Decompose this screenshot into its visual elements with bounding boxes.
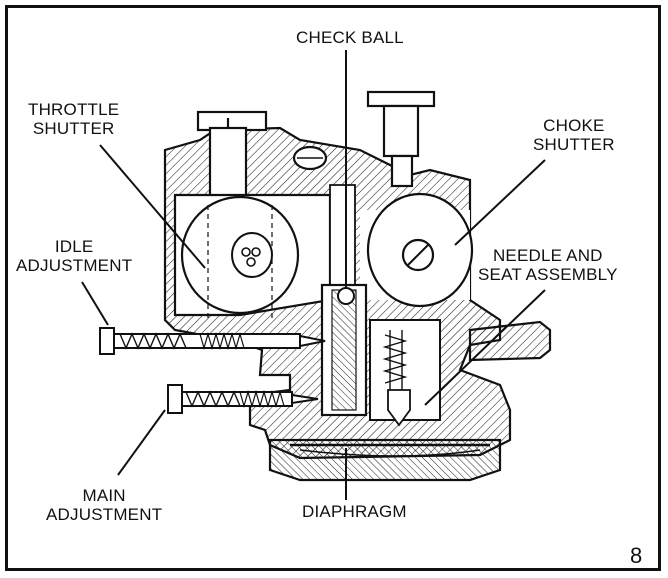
main-adjustment-screw [167,384,319,414]
leader-needle [424,289,546,406]
idle-adjustment-screw [99,327,326,355]
diaphragm-chamber [268,438,502,482]
label-diaphragm: DIAPHRAGM [302,502,407,521]
fuel-inlet [468,320,552,362]
choke-lever [366,90,436,188]
label-needle-seat: NEEDLE AND SEAT ASSEMBLY [478,246,618,284]
label-check-ball: CHECK BALL [296,28,404,47]
throttle-ports [231,232,273,278]
leader-lines [81,50,546,500]
leader-main [117,409,166,476]
leader-choke [454,159,546,246]
figure-number: 8 [630,543,643,568]
check-ball [337,287,355,305]
label-main-adjustment: MAIN ADJUSTMENT [46,486,163,524]
label-idle-adjustment: IDLE ADJUSTMENT [16,237,133,275]
leader-idle [81,281,109,326]
needle-spring [382,334,408,384]
label-throttle-shutter: THROTTLE SHUTTER [28,100,120,138]
leader-throttle [99,144,206,269]
label-choke-shutter: CHOKE SHUTTER [533,116,615,154]
needle-valve [387,389,411,427]
